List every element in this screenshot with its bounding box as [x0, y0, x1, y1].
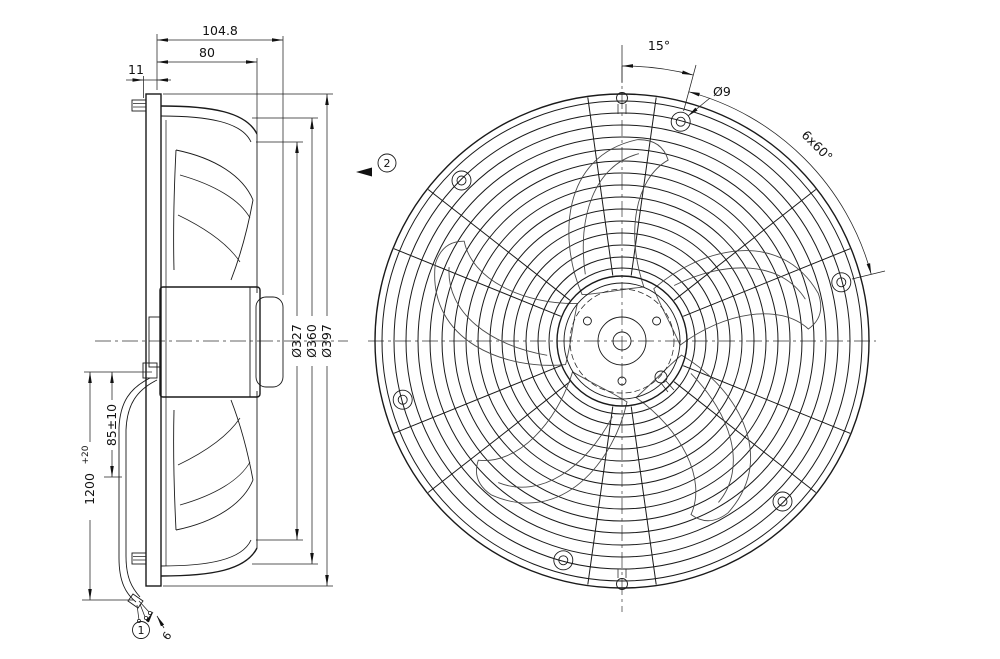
dim-depth-total-label: 104.8 — [202, 23, 238, 38]
front-view: 15° Ø9 6x60° — [368, 38, 886, 612]
dim-hole-dia-label: Ø9 — [713, 84, 731, 99]
callout-2-label: 2 — [384, 157, 391, 170]
dim-venturi-dia-label: Ø360 — [304, 324, 319, 358]
hub-cable-gland — [654, 370, 675, 393]
dim-hole-angle-label: 15° — [648, 38, 670, 53]
guard-grille-rings — [374, 93, 870, 589]
mounting-hole — [392, 389, 413, 410]
hub-screw — [652, 316, 662, 326]
dim-cable-length-label: 1200 — [82, 473, 97, 505]
mounting-hole — [831, 272, 852, 293]
dim-plate-dia-label: Ø397 — [319, 324, 334, 358]
motor-hub — [556, 275, 688, 407]
callout-6-label: 6 — [160, 629, 175, 642]
dim-flange-offset-label: 11 — [128, 62, 144, 77]
hub-screw — [582, 316, 592, 326]
power-cable — [118, 362, 158, 623]
mounting-plate — [145, 93, 162, 587]
airflow-arrow-icon — [356, 167, 372, 177]
mounting-hole — [670, 111, 691, 132]
impeller-blades — [412, 119, 834, 523]
front-annotation-lines — [621, 45, 886, 280]
mounting-hole — [451, 170, 472, 191]
dim-cable-exit-label: 85±10 — [104, 404, 119, 446]
mounting-hole — [772, 491, 793, 512]
callout-1-label: 1 — [138, 624, 145, 637]
callout-item-1: 1 — [132, 611, 154, 639]
hub-screw — [617, 376, 627, 386]
side-view: 104.8 80 11 Ø327 Ø360 Ø397 85±10 1200 +2… — [81, 23, 397, 643]
venturi-housing — [160, 105, 258, 577]
motor-side — [148, 286, 284, 398]
side-dimension-lines — [88, 38, 329, 600]
cable-wires — [136, 600, 152, 623]
mounting-hole — [553, 550, 574, 571]
grille-clamp-bottom — [616, 569, 628, 590]
impeller-side-profile — [173, 149, 254, 531]
grille-screw-bottom — [131, 552, 147, 565]
cable-gland — [142, 362, 158, 379]
grille-clamp-top — [616, 92, 628, 114]
grille-screw-top — [131, 99, 147, 112]
dim-impeller-dia-label: Ø327 — [289, 324, 304, 358]
callout-cable-6: 6 — [156, 615, 175, 643]
callout-view-2: 2 — [356, 153, 397, 177]
side-extension-lines — [82, 34, 333, 601]
cable-ferrule — [127, 593, 144, 609]
dim-housing-depth-label: 80 — [199, 45, 215, 60]
dim-cable-length-tolerance: +20 — [81, 445, 91, 464]
